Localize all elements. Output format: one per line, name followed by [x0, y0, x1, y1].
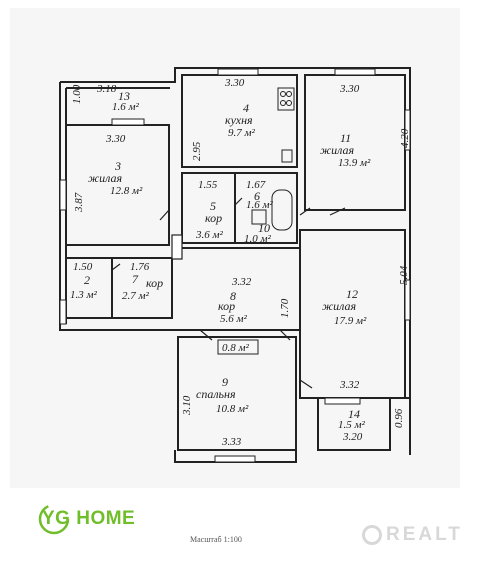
doors — [111, 197, 346, 389]
dim-r11-side: 4.20 — [399, 128, 411, 148]
fixtures — [217, 87, 295, 355]
room-9-name: спальня — [196, 387, 236, 401]
dim-r9-bottom: 3.33 — [221, 436, 242, 448]
room-2-number: 2 — [84, 273, 90, 287]
dim-r12-side: 5.04 — [398, 265, 410, 285]
room-8-name: кор — [218, 299, 235, 313]
dim-hall-mid: 3.32 — [231, 276, 252, 288]
dim-r7-top: 1.76 — [130, 261, 150, 273]
room-9-area: 10.8 м² — [216, 403, 249, 415]
room-4-name: кухня — [225, 113, 253, 127]
yg-home-logo-icon — [38, 503, 70, 535]
room-3-area: 12.8 м² — [110, 185, 143, 197]
room-12-area: 17.9 м² — [334, 315, 367, 327]
room-13-area: 1.6 м² — [112, 101, 140, 113]
dim-r4-top: 3.30 — [224, 77, 245, 89]
room-5-number: 5 — [210, 199, 216, 213]
room-8-number: 8 — [230, 289, 236, 303]
dim-r4-side: 2.95 — [191, 141, 203, 161]
dim-r3-side: 3.87 — [73, 192, 85, 213]
room-3-number: 3 — [114, 159, 121, 173]
room-5-area: 3.6 м² — [195, 229, 224, 241]
room-11-name: жилая — [320, 143, 355, 157]
room-9-number: 9 — [222, 375, 228, 389]
watermark-text: REALT — [386, 524, 463, 545]
dim-balcony: 3.20 — [342, 431, 363, 443]
room-7-area: 2.7 м² — [122, 290, 150, 302]
room-8-area: 5.6 м² — [220, 313, 248, 325]
room-14-number: 14 — [348, 407, 360, 421]
realt-watermark-icon — [362, 525, 382, 545]
dim-r2-top: 1.50 — [73, 261, 93, 273]
room-5-name: кор — [205, 211, 222, 225]
room-11-area: 13.9 м² — [338, 157, 371, 169]
dim-r8-side: 1.70 — [279, 298, 291, 318]
room-2-area: 1.3 м² — [70, 289, 98, 301]
dim-r12-bottom: 3.32 — [339, 379, 360, 391]
dim-r5-top: 1.55 — [198, 179, 218, 191]
closet-area: 0.8 м² — [222, 342, 250, 354]
dim-r3-top: 3.18 — [96, 83, 117, 95]
dim-left-stub: 1.00 — [71, 84, 83, 104]
brand-logo: YG HOME — [42, 508, 136, 529]
room-13-number: 13 — [118, 89, 130, 103]
windows — [59, 68, 411, 463]
room-11-number: 11 — [340, 131, 351, 145]
room-10-area: 1.0 м² — [244, 233, 272, 245]
scale-caption: Масштаб 1:100 — [190, 535, 242, 544]
room-14-area: 1.5 м² — [338, 419, 366, 431]
room-3-name: жилая — [88, 171, 123, 185]
dim-r3-mid: 3.30 — [105, 133, 126, 145]
room-6-number: 6 — [254, 189, 260, 203]
room-6-area: 1.6 м² — [246, 199, 274, 211]
dim-r13-side: 0.96 — [393, 408, 405, 428]
room-7-number: 7 — [132, 272, 139, 286]
dim-r9-side: 3.10 — [181, 395, 193, 416]
room-7-name: кор — [146, 276, 163, 290]
dim-r6-top: 1.67 — [246, 179, 266, 191]
room-12-number: 12 — [346, 287, 358, 301]
dim-r11-top: 3.30 — [339, 83, 360, 95]
room-4-number: 4 — [243, 101, 249, 115]
watermark: REALT — [362, 524, 463, 546]
room-12-name: жилая — [322, 299, 357, 313]
room-10-number: 10 — [258, 221, 270, 235]
room-4-area: 9.7 м² — [228, 127, 256, 139]
